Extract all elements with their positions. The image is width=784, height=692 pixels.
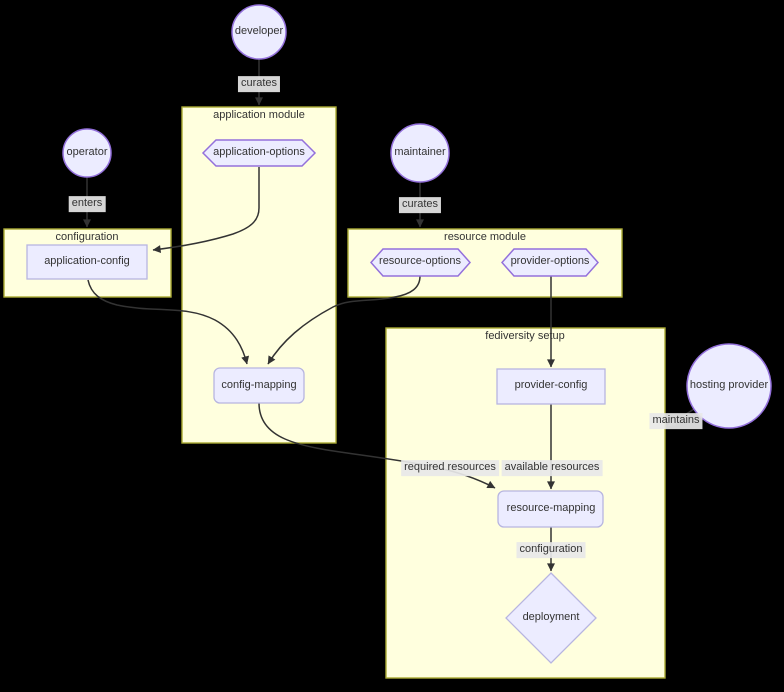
hosting-provider-label: hosting provider	[689, 379, 769, 392]
maintainer-label: maintainer	[394, 146, 446, 159]
provider-config-label: provider-config	[514, 379, 588, 392]
edge-label-developer-curates: curates	[237, 76, 281, 92]
edge-label-available-resources: available resources	[501, 460, 603, 476]
edge-label-configuration: configuration	[516, 542, 586, 558]
configuration-cluster-title: configuration	[55, 231, 119, 244]
provider-options-node	[500, 248, 600, 277]
edge-application-config-to-config-mapping	[87, 279, 250, 365]
config-mapping-node	[213, 367, 305, 404]
application-config-node	[26, 244, 148, 280]
edge-label-maintains: maintains	[649, 413, 703, 429]
operator-node	[62, 128, 112, 178]
application-options-node	[201, 139, 317, 167]
operator-label: operator	[66, 146, 108, 159]
config-mapping-label: config-mapping	[221, 379, 297, 392]
deployment-node	[505, 572, 597, 664]
edge-label-maintainer-curates: curates	[398, 197, 442, 213]
edge-label-required-resources: required resources	[401, 460, 499, 476]
provider-config-node	[496, 368, 606, 405]
application-module-cluster-title: application module	[213, 109, 305, 122]
edge-application-options-to-application-config	[152, 167, 260, 254]
resource-options-label: resource-options	[379, 255, 461, 268]
resource-module-cluster-title: resource module	[444, 231, 526, 244]
resource-mapping-node	[497, 490, 604, 528]
edge-resource-options-to-config-mapping	[267, 275, 421, 365]
developer-label: developer	[234, 25, 284, 38]
fediversity-setup-cluster-title: fediversity setup	[485, 330, 565, 343]
maintainer-node	[390, 123, 450, 183]
edge-label-operator-enters: enters	[68, 196, 106, 212]
application-options-label: application-options	[213, 146, 305, 159]
resource-mapping-label: resource-mapping	[506, 502, 596, 515]
resource-options-node	[369, 248, 472, 277]
application-config-label: application-config	[44, 255, 130, 268]
deployment-label: deployment	[522, 611, 580, 624]
hosting-provider-node	[686, 343, 772, 429]
provider-options-label: provider-options	[510, 255, 590, 268]
developer-node	[231, 4, 287, 60]
